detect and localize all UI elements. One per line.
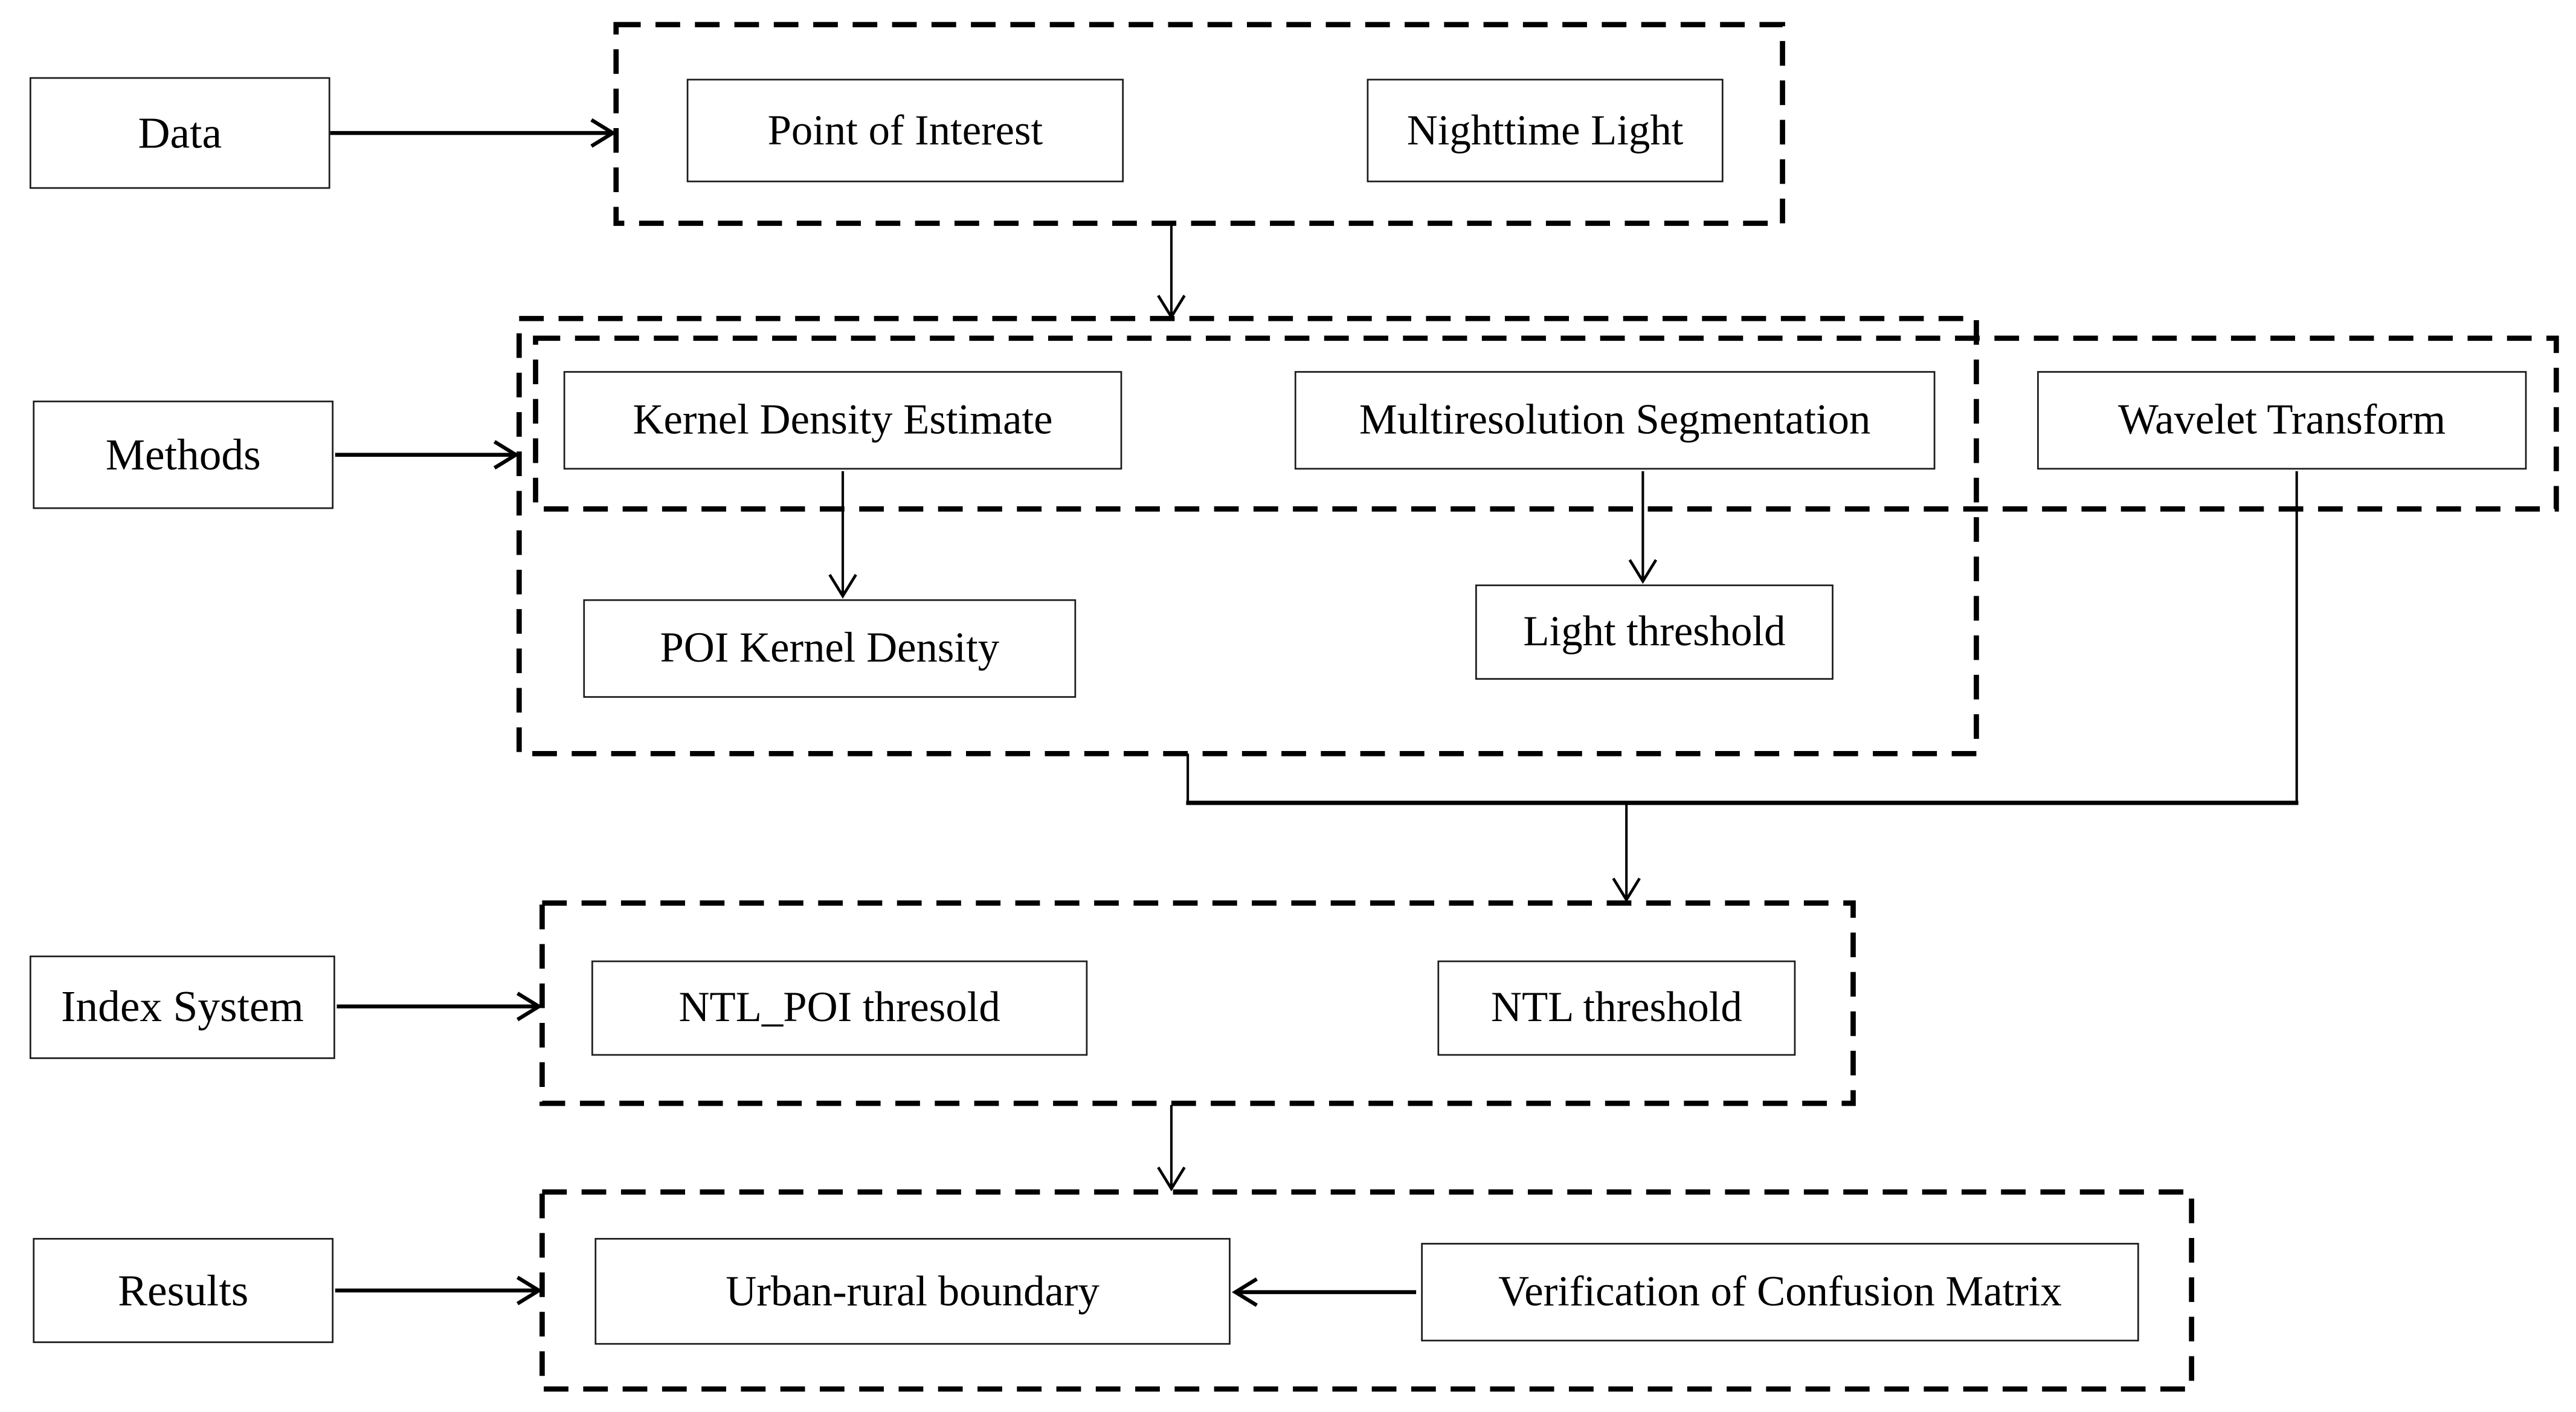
methods-group-outline xyxy=(516,315,1979,756)
data-label: Data xyxy=(138,108,222,158)
kernel-density-estimate-box: Kernel Density Estimate xyxy=(563,371,1122,470)
point-of-interest-box: Point of Interest xyxy=(686,79,1124,182)
methods-toprow-outline xyxy=(533,335,2559,512)
urban-rural-boundary-box: Urban-rural boundary xyxy=(594,1237,1231,1345)
results-label: Results xyxy=(118,1265,249,1315)
nighttime-light-text: Nighttime Light xyxy=(1406,106,1684,155)
point-of-interest-text: Point of Interest xyxy=(767,106,1043,155)
index-system-label: Index System xyxy=(60,982,304,1032)
index-system-label-box: Index System xyxy=(29,955,335,1059)
multiresolution-segmentation-text: Multiresolution Segmentation xyxy=(1359,396,1871,444)
nighttime-light-box: Nighttime Light xyxy=(1367,79,1724,182)
methods-label-box: Methods xyxy=(33,401,334,509)
wavelet-transform-text: Wavelet Transform xyxy=(2118,396,2446,444)
light-threshold-text: Light threshold xyxy=(1523,608,1786,656)
data-label-box: Data xyxy=(29,77,330,189)
poi-kernel-density-box: POI Kernel Density xyxy=(583,599,1077,698)
wavelet-transform-box: Wavelet Transform xyxy=(2037,371,2527,470)
multiresolution-segmentation-box: Multiresolution Segmentation xyxy=(1294,371,1936,470)
verification-confusion-matrix-text: Verification of Confusion Matrix xyxy=(1498,1268,2062,1316)
poi-kernel-density-text: POI Kernel Density xyxy=(660,624,1000,672)
ntl-poi-thresold-text: NTL_POI thresold xyxy=(678,984,1000,1032)
ntl-threshold-text: NTL threshold xyxy=(1491,984,1742,1032)
methods-label: Methods xyxy=(105,430,261,480)
urban-rural-boundary-text: Urban-rural boundary xyxy=(726,1267,1100,1315)
light-threshold-box: Light threshold xyxy=(1475,584,1834,680)
ntl-threshold-box: NTL threshold xyxy=(1437,960,1796,1056)
kernel-density-estimate-text: Kernel Density Estimate xyxy=(633,396,1053,444)
verification-confusion-matrix-box: Verification of Confusion Matrix xyxy=(1421,1243,2139,1342)
results-label-box: Results xyxy=(33,1237,334,1343)
data-group-outline xyxy=(613,22,1785,226)
ntl-poi-thresold-box: NTL_POI thresold xyxy=(591,960,1088,1056)
